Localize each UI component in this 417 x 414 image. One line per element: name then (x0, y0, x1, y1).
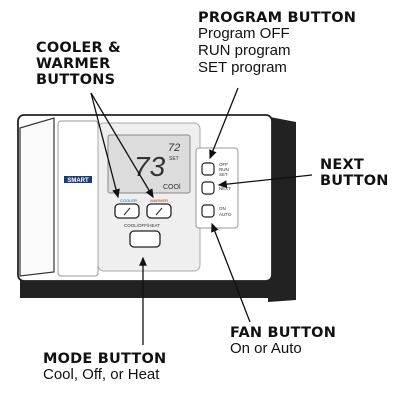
warmer-label: WARMER (150, 198, 168, 203)
fan-button-title: FAN BUTTON (230, 325, 337, 341)
fan-auto-label: AUTO (219, 212, 232, 217)
program-run-label: RUN (219, 167, 229, 172)
program-button[interactable] (201, 162, 215, 176)
device-left-plate (19, 117, 55, 277)
device-shadow (268, 117, 296, 302)
mode-button-title: MODE BUTTON (43, 351, 167, 367)
cooler-warmer-callout: COOLER & WARMER BUTTONS (36, 40, 121, 89)
next-title-1: NEXT (320, 157, 364, 173)
fan-button-line: On or Auto (230, 340, 302, 358)
program-set-label: SET (219, 172, 228, 177)
program-button-callout: PROGRAM BUTTON Program OFF RUN program S… (198, 10, 356, 77)
program-button-title: PROGRAM BUTTON (198, 10, 357, 26)
next-button-callout: NEXT BUTTON (320, 157, 389, 189)
pointer-program (209, 87, 239, 160)
fan-on-label: ON (219, 206, 226, 211)
pointer-cooler (90, 92, 120, 199)
brand-text: SMART (67, 178, 89, 184)
next-title-2: BUTTON (320, 173, 389, 190)
brand-logo: SMART (64, 176, 92, 184)
pointer-next (217, 174, 313, 189)
next-button[interactable] (201, 181, 215, 195)
pointer-warmer (90, 92, 154, 199)
lcd-setpoint: 72 (168, 142, 180, 154)
lcd-set-label: SET (169, 156, 179, 162)
warmer-arrow-icon (155, 207, 163, 216)
fan-button[interactable] (201, 204, 215, 218)
run-program-line: RUN program (198, 42, 291, 60)
fan-button-callout: FAN BUTTON On or Auto (230, 325, 336, 358)
mode-button-line: Cool, Off, or Heat (43, 366, 160, 384)
set-program-line: SET program (198, 58, 287, 76)
cooler-arrow-icon (123, 207, 131, 216)
next-label: NEXT (219, 186, 231, 191)
program-off-label: OFF (219, 162, 228, 167)
device-left-panel (57, 120, 99, 277)
cooler-warmer-title-3: BUTTONS (36, 72, 116, 89)
mode-label: COOL/OFF/HEAT (124, 223, 160, 228)
pointer-fan (211, 222, 251, 323)
mode-button[interactable] (129, 230, 161, 248)
cooler-warmer-title-1: COOLER & (36, 40, 121, 56)
cooler-warmer-title-2: WARMER (36, 56, 111, 73)
lcd-temperature: 73 (134, 151, 166, 182)
mode-button-callout: MODE BUTTON Cool, Off, or Heat (43, 351, 166, 384)
cooler-label: COOLER (120, 198, 137, 203)
program-off-line: Program OFF (198, 25, 290, 43)
lcd-mode-text: COOl (163, 184, 181, 191)
